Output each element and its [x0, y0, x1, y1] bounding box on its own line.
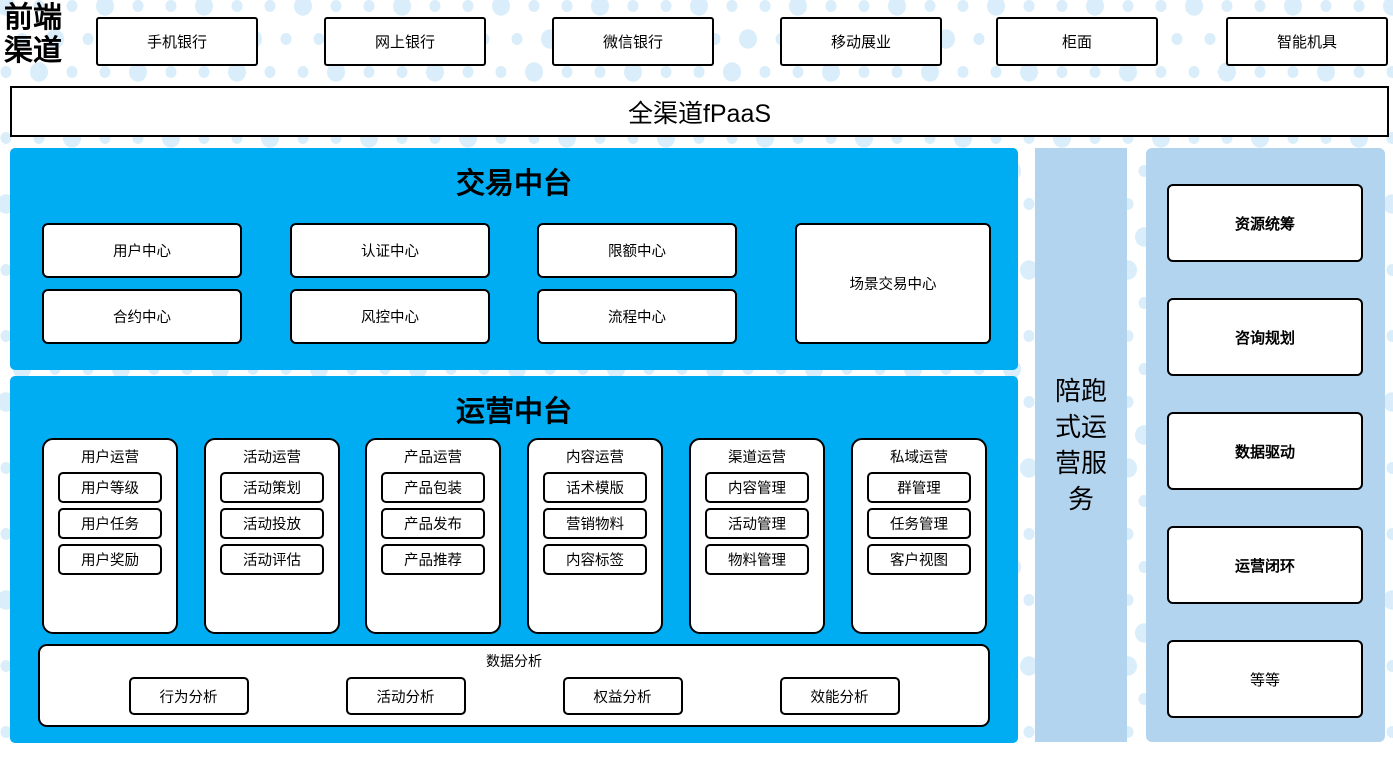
ops-column-header: 用户运营 [81, 450, 139, 466]
front-channel-label: 前端 渠道 [4, 2, 88, 68]
trade-box-label: 认证中心 [361, 244, 419, 260]
ops-column-item[interactable]: 话术模版 [543, 472, 647, 503]
omnichannel-fpaas-label: 全渠道fPaaS [627, 99, 772, 128]
omnichannel-fpaas-bar: 全渠道fPaaS [10, 86, 1389, 137]
ops-column-product: 产品运营 产品包装 产品发布 产品推荐 [365, 438, 501, 634]
ops-column-item[interactable]: 活动评估 [220, 544, 324, 575]
channel-item-mobile-bank[interactable]: 手机银行 [96, 17, 258, 66]
ops-column-item[interactable]: 内容标签 [543, 544, 647, 575]
capability-resource-coordination[interactable]: 资源统筹 [1167, 184, 1363, 262]
ops-column-header: 产品运营 [404, 450, 462, 466]
data-analysis-item[interactable]: 权益分析 [562, 677, 683, 715]
ops-column-item[interactable]: 用户奖励 [58, 544, 162, 575]
accompanying-service-label: 陪跑式运营服务 [1054, 376, 1107, 514]
capability-label: 等等 [1249, 671, 1280, 689]
capability-label: 运营闭环 [1234, 557, 1295, 575]
data-analysis-item[interactable]: 效能分析 [779, 677, 900, 715]
channel-item-smart-machine[interactable]: 智能机具 [1226, 17, 1388, 66]
front-channel-label-line2: 渠道 [4, 35, 63, 67]
channel-item-label: 柜面 [1061, 34, 1092, 51]
capability-label: 资源统筹 [1234, 215, 1295, 233]
data-analysis-header: 数据分析 [486, 653, 542, 669]
ops-column-header: 内容运营 [566, 450, 624, 466]
data-analysis-item[interactable]: 行为分析 [128, 677, 249, 715]
ops-column-private-domain: 私域运营 群管理 任务管理 客户视图 [851, 438, 987, 634]
trade-box-label: 用户中心 [113, 244, 171, 260]
ops-column-item[interactable]: 营销物料 [543, 508, 647, 539]
trade-box-limit-center[interactable]: 限额中心 [537, 223, 737, 278]
trade-box-risk-center[interactable]: 风控中心 [290, 289, 490, 344]
ops-column-item[interactable]: 任务管理 [867, 508, 971, 539]
trade-box-scene-trade-center[interactable]: 场景交易中心 [795, 223, 991, 344]
trade-center-title: 交易中台 [455, 168, 572, 200]
ops-column-item[interactable]: 活动管理 [705, 508, 809, 539]
channel-item-online-bank[interactable]: 网上银行 [324, 17, 486, 66]
capabilities-panel: 资源统筹 咨询规划 数据驱动 运营闭环 等等 [1146, 148, 1385, 742]
trade-box-contract-center[interactable]: 合约中心 [42, 289, 242, 344]
trade-box-label: 风控中心 [361, 310, 419, 326]
ops-column-content: 内容运营 话术模版 营销物料 内容标签 [527, 438, 663, 634]
capability-label: 咨询规划 [1234, 329, 1295, 347]
ops-column-item[interactable]: 客户视图 [867, 544, 971, 575]
ops-column-header: 活动运营 [243, 450, 301, 466]
trade-box-label: 流程中心 [608, 310, 666, 326]
capability-consulting-planning[interactable]: 咨询规划 [1167, 298, 1363, 376]
ops-column-item[interactable]: 用户等级 [58, 472, 162, 503]
ops-column-item[interactable]: 产品包装 [381, 472, 485, 503]
trade-box-label: 合约中心 [113, 310, 171, 326]
channel-item-label: 智能机具 [1276, 34, 1337, 51]
ops-column-item[interactable]: 产品发布 [381, 508, 485, 539]
capability-etc[interactable]: 等等 [1167, 640, 1363, 718]
capability-ops-closed-loop[interactable]: 运营闭环 [1167, 526, 1363, 604]
trade-box-auth-center[interactable]: 认证中心 [290, 223, 490, 278]
data-analysis-panel: 数据分析 行为分析 活动分析 权益分析 效能分析 [38, 644, 990, 727]
trade-box-label: 场景交易中心 [849, 277, 937, 293]
front-channel-label-line1: 前端 [4, 2, 63, 34]
accompanying-service-column: 陪跑式运营服务 [1035, 148, 1127, 742]
trade-center-panel: 交易中台 用户中心 认证中心 限额中心 合约中心 风控中心 流程中心 场景交易中… [10, 148, 1018, 370]
channel-item-label: 手机银行 [146, 34, 207, 51]
data-analysis-item[interactable]: 活动分析 [345, 677, 466, 715]
trade-box-user-center[interactable]: 用户中心 [42, 223, 242, 278]
ops-column-header: 渠道运营 [728, 450, 786, 466]
trade-box-label: 限额中心 [608, 244, 666, 260]
ops-column-item[interactable]: 物料管理 [705, 544, 809, 575]
ops-column-item[interactable]: 群管理 [867, 472, 971, 503]
ops-column-campaign: 活动运营 活动策划 活动投放 活动评估 [204, 438, 340, 634]
trade-box-process-center[interactable]: 流程中心 [537, 289, 737, 344]
ops-column-item[interactable]: 活动投放 [220, 508, 324, 539]
ops-column-user: 用户运营 用户等级 用户任务 用户奖励 [42, 438, 178, 634]
channel-item-label: 网上银行 [374, 34, 435, 51]
ops-column-item[interactable]: 用户任务 [58, 508, 162, 539]
channel-item-mobile-business[interactable]: 移动展业 [780, 17, 942, 66]
channel-item-label: 移动展业 [830, 34, 891, 51]
ops-column-item[interactable]: 活动策划 [220, 472, 324, 503]
capability-label: 数据驱动 [1234, 443, 1295, 461]
channel-item-label: 微信银行 [602, 34, 663, 51]
ops-column-channel: 渠道运营 内容管理 活动管理 物料管理 [689, 438, 825, 634]
ops-column-item[interactable]: 内容管理 [705, 472, 809, 503]
capability-data-driven[interactable]: 数据驱动 [1167, 412, 1363, 490]
ops-column-header: 私域运营 [890, 450, 948, 466]
ops-column-item[interactable]: 产品推荐 [381, 544, 485, 575]
channel-item-wechat-bank[interactable]: 微信银行 [552, 17, 714, 66]
channel-item-counter[interactable]: 柜面 [996, 17, 1158, 66]
ops-center-title: 运营中台 [455, 396, 572, 428]
